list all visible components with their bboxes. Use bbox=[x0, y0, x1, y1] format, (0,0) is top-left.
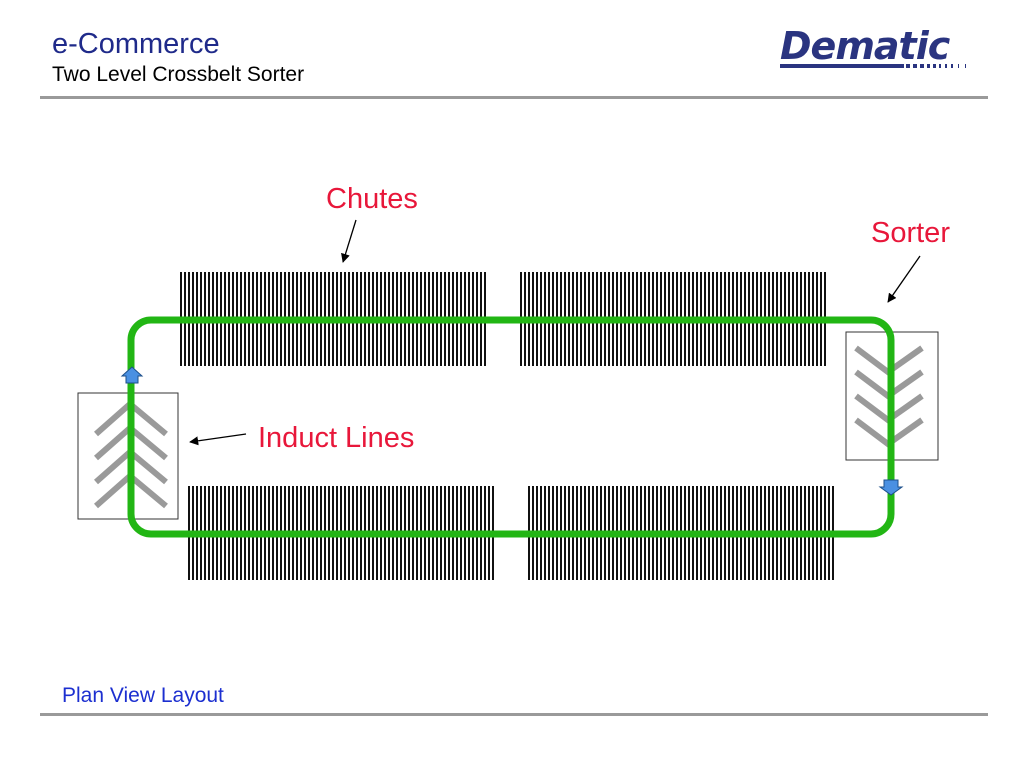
flow-arrow-up-icon bbox=[120, 366, 144, 384]
logo-underline bbox=[780, 64, 966, 68]
footer-caption: Plan View Layout bbox=[62, 684, 224, 707]
flow-arrow-down-icon bbox=[878, 479, 904, 496]
induct-lines-label: Induct Lines bbox=[258, 422, 414, 454]
chutes-label: Chutes bbox=[326, 183, 418, 215]
slide-subtitle: Two Level Crossbelt Sorter bbox=[52, 63, 305, 86]
chutes-pointer-arrow bbox=[341, 219, 357, 263]
footer-divider bbox=[40, 713, 988, 716]
sorter-label: Sorter bbox=[871, 217, 950, 249]
header-divider bbox=[40, 96, 988, 99]
dematic-logo: Dematic bbox=[780, 24, 950, 68]
induct-lines-pointer-arrow bbox=[189, 433, 247, 446]
sorter-pointer-arrow bbox=[887, 255, 921, 303]
slide-title: e-Commerce bbox=[52, 28, 220, 60]
sorter-loop bbox=[127, 316, 895, 538]
